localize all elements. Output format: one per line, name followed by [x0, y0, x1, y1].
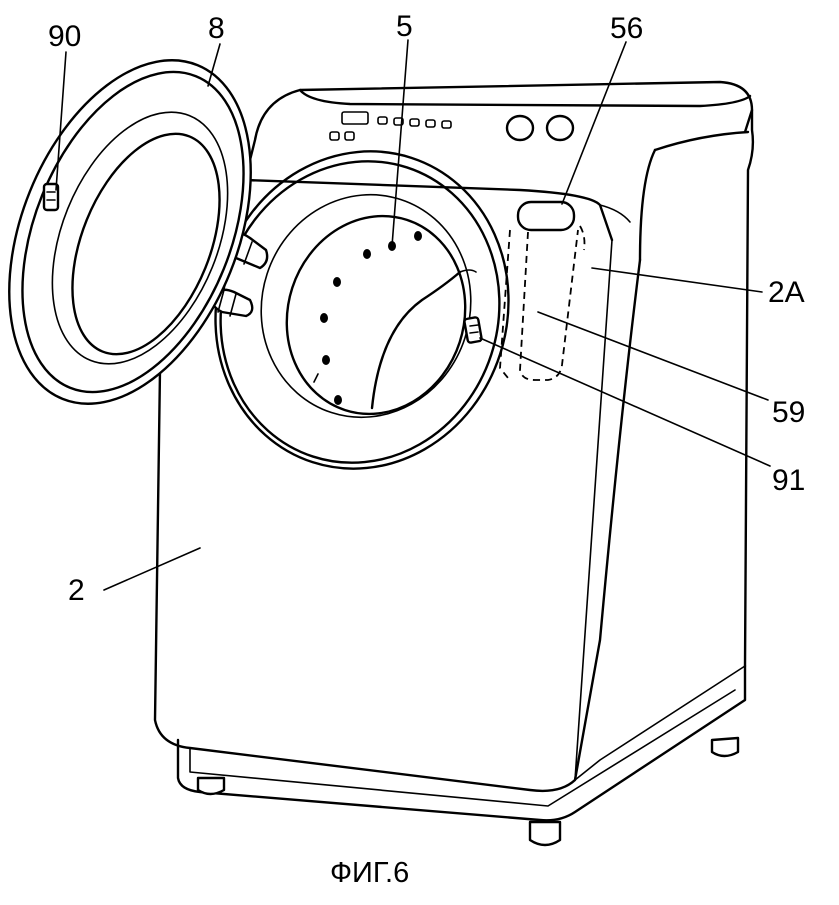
- leader-5: [391, 39, 409, 247]
- door-sensor: [463, 316, 483, 344]
- control-button: [393, 117, 404, 126]
- control-button: [377, 116, 388, 125]
- control-button: [441, 120, 452, 129]
- label-5: 5: [396, 10, 413, 43]
- open-door: [8, 59, 252, 405]
- label-2: 2: [68, 574, 85, 607]
- machine-cabinet: [153, 80, 755, 793]
- control-button: [329, 131, 340, 141]
- leader-90: [55, 51, 67, 191]
- leader-2: [103, 547, 201, 591]
- machine-base: [176, 664, 747, 847]
- label-2A: 2A: [768, 276, 805, 309]
- label-56: 56: [610, 12, 643, 45]
- drum: [313, 231, 477, 410]
- label-90: 90: [48, 20, 81, 53]
- detergent-inlet: [516, 200, 576, 232]
- control-knob: [545, 114, 575, 142]
- control-knob: [505, 114, 535, 142]
- leader-59: [537, 311, 769, 401]
- control-panel: [329, 111, 575, 142]
- reference-labels: 90 8 5 56 2A 59 91 2: [48, 10, 805, 607]
- figure-caption: ФИГ.6: [330, 857, 409, 889]
- display-window: [341, 111, 369, 125]
- leader-56: [561, 41, 627, 205]
- leader-91: [479, 337, 771, 467]
- control-button: [344, 131, 355, 141]
- control-button: [409, 118, 420, 127]
- label-91: 91: [772, 464, 805, 497]
- leader-8: [207, 43, 221, 87]
- leader-lines: [55, 39, 771, 591]
- door-handle: [42, 182, 60, 212]
- label-8: 8: [208, 12, 225, 45]
- leader-2A: [591, 267, 763, 293]
- control-button: [425, 119, 436, 128]
- detergent-assembly: [499, 200, 586, 381]
- label-59: 59: [772, 396, 805, 429]
